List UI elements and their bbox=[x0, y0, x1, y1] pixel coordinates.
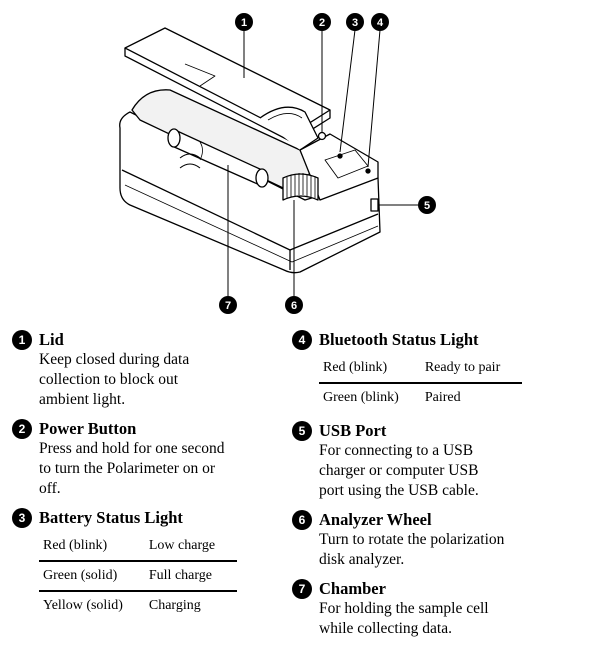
legend-chamber: 7 Chamber For holding the sample cell wh… bbox=[292, 579, 562, 639]
legend-title: Lid bbox=[39, 330, 64, 349]
legend-description: Turn to rotate the polarization disk ana… bbox=[319, 531, 505, 568]
legend-title: Battery Status Light bbox=[39, 508, 183, 527]
status-state: Yellow (solid) bbox=[39, 590, 145, 620]
bluetooth-status-table: Red (blink) Ready to pair Green (blink) … bbox=[319, 354, 523, 412]
number-badge: 3 bbox=[12, 508, 32, 528]
svg-text:1: 1 bbox=[241, 17, 247, 29]
status-state: Green (blink) bbox=[319, 382, 421, 412]
legend-lid: 1 Lid Keep closed during data collection… bbox=[12, 330, 282, 410]
table-row: Red (blink) Ready to pair bbox=[319, 354, 522, 383]
number-badge: 7 bbox=[292, 579, 312, 599]
callout-7: 7 bbox=[219, 296, 237, 314]
svg-text:2: 2 bbox=[319, 17, 325, 29]
svg-text:7: 7 bbox=[225, 300, 231, 312]
legend-title: Analyzer Wheel bbox=[319, 510, 432, 529]
legend-battery-status-light: 3 Battery Status Light Red (blink) Low c… bbox=[12, 508, 282, 620]
svg-text:6: 6 bbox=[291, 300, 297, 312]
callout-1: 1 bbox=[235, 13, 253, 31]
number-badge: 6 bbox=[292, 510, 312, 530]
legend-description: Press and hold for one second to turn th… bbox=[39, 440, 225, 497]
number-badge: 2 bbox=[12, 419, 32, 439]
bluetooth-status-light-icon bbox=[365, 168, 371, 174]
legend-analyzer-wheel: 6 Analyzer Wheel Turn to rotate the pola… bbox=[292, 510, 562, 570]
status-meaning: Low charge bbox=[148, 538, 216, 553]
legend-right-column: 4 Bluetooth Status Light Red (blink) Rea… bbox=[292, 330, 562, 648]
status-state: Green (solid) bbox=[39, 560, 145, 591]
status-meaning: Full charge bbox=[144, 560, 238, 591]
table-row: Green (blink) Paired bbox=[319, 382, 523, 412]
legend-title: Bluetooth Status Light bbox=[319, 330, 479, 349]
legend-title: USB Port bbox=[319, 421, 387, 440]
legend-bluetooth-status-light: 4 Bluetooth Status Light Red (blink) Rea… bbox=[292, 330, 562, 412]
number-badge: 4 bbox=[292, 330, 312, 350]
svg-text:3: 3 bbox=[352, 17, 358, 29]
sample-cell bbox=[167, 128, 269, 188]
legend-title: Chamber bbox=[319, 579, 386, 598]
battery-status-table: Red (blink) Low charge Green (solid) Ful… bbox=[39, 532, 238, 620]
legend-title: Power Button bbox=[39, 419, 137, 438]
leader-lines bbox=[227, 29, 418, 296]
number-badge: 1 bbox=[12, 330, 32, 350]
callout-5: 5 bbox=[418, 196, 436, 214]
status-meaning: Charging bbox=[144, 590, 238, 620]
power-button-icon bbox=[317, 131, 327, 141]
callout-2: 2 bbox=[313, 13, 331, 31]
legend-description: For connecting to a USB charger or compu… bbox=[319, 442, 479, 499]
table-row: Yellow (solid) Charging bbox=[39, 590, 238, 620]
analyzer-wheel-icon bbox=[282, 173, 319, 201]
callout-4: 4 bbox=[371, 13, 389, 31]
legend-usb-port: 5 USB Port For connecting to a USB charg… bbox=[292, 421, 562, 501]
status-state: Red (blink) bbox=[43, 538, 108, 553]
legend-description: Keep closed during data collection to bl… bbox=[39, 351, 190, 408]
status-meaning: Paired bbox=[420, 382, 523, 412]
usb-port-icon bbox=[370, 198, 379, 212]
callout-3: 3 bbox=[346, 13, 364, 31]
number-badge: 5 bbox=[292, 421, 312, 441]
legend-power-button: 2 Power Button Press and hold for one se… bbox=[12, 419, 282, 499]
svg-text:5: 5 bbox=[424, 200, 430, 212]
table-row: Red (blink) Low charge bbox=[39, 532, 237, 561]
battery-status-light-icon bbox=[337, 153, 343, 159]
legend-left-column: 1 Lid Keep closed during data collection… bbox=[12, 330, 282, 629]
polarimeter-diagram: 1 2 3 4 5 6 7 bbox=[119, 13, 436, 314]
table-row: Green (solid) Full charge bbox=[39, 560, 238, 591]
status-state: Red (blink) bbox=[323, 360, 388, 375]
svg-text:4: 4 bbox=[377, 17, 384, 29]
legend-description: For holding the sample cell while collec… bbox=[319, 600, 489, 637]
callout-6: 6 bbox=[285, 296, 303, 314]
status-meaning: Ready to pair bbox=[424, 360, 501, 375]
